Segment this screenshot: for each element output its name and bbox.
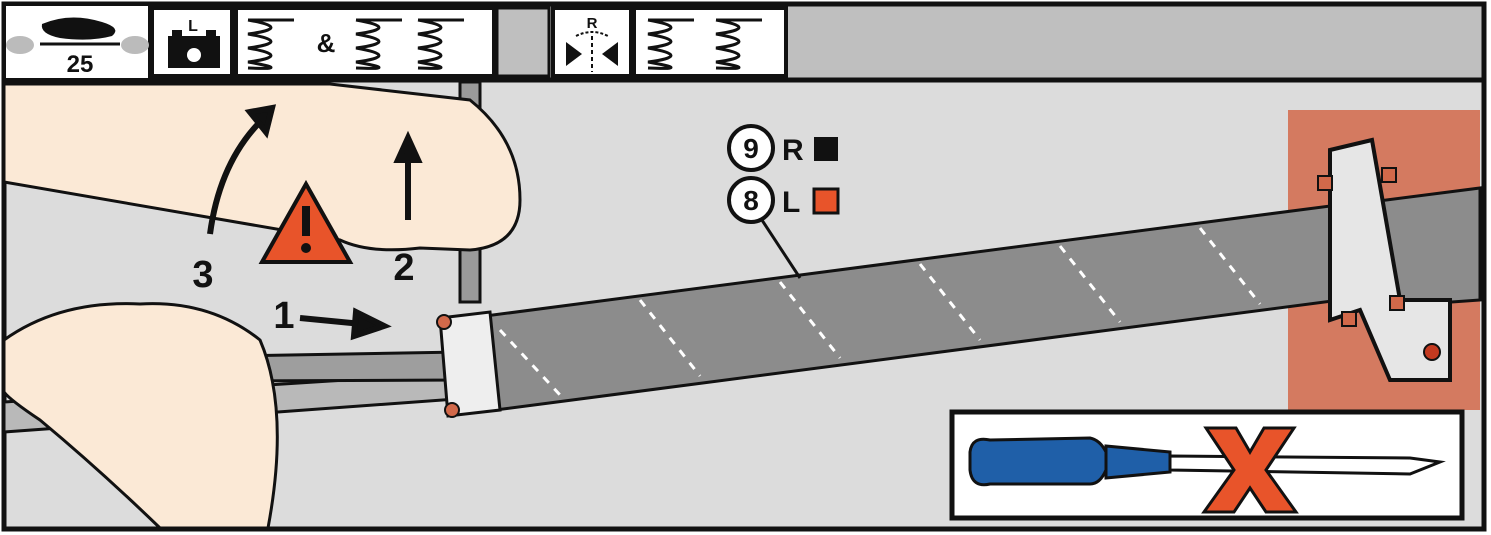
spring-side-left: L	[782, 186, 800, 219]
battery-drill-box: L	[152, 8, 232, 76]
direction-box: R	[553, 8, 631, 76]
right-color-swatch	[814, 137, 838, 161]
glove-cycles-box: 25	[4, 4, 150, 80]
battery-side-label: L	[188, 18, 198, 35]
spring-number-right: 9	[743, 133, 759, 164]
cycles-count: 25	[67, 51, 94, 78]
step-3-label: 3	[192, 254, 213, 296]
left-color-swatch	[814, 189, 838, 213]
springs-ampersand: &	[317, 28, 336, 58]
forbidden-tool-box	[952, 412, 1462, 518]
spring-side-right: R	[782, 134, 804, 167]
winding-cone	[437, 312, 500, 417]
spring-number-left: 8	[743, 185, 759, 216]
two-springs-box	[634, 8, 786, 76]
header-strip: 25 L & R	[4, 4, 1484, 80]
direction-label: R	[587, 15, 598, 32]
springs-box: &	[236, 8, 494, 76]
step-2-label: 2	[393, 247, 414, 289]
step-1-label: 1	[273, 295, 294, 337]
